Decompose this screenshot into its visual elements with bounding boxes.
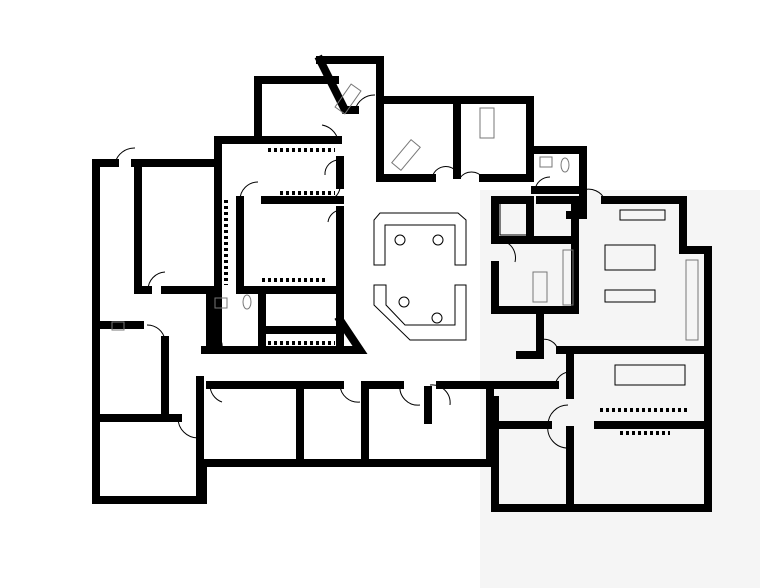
waiting-chairs (499, 199, 699, 386)
exam-table-icon (479, 107, 495, 139)
walls (92, 54, 712, 512)
chair-icon (394, 234, 406, 246)
sink-icon (111, 321, 125, 331)
exam-table-icon (334, 83, 362, 115)
chair-icon (398, 296, 410, 308)
sink-icon (214, 297, 228, 309)
exam-table-icon (532, 271, 548, 303)
fixtures (111, 83, 690, 435)
exam-table-icon (391, 138, 421, 172)
toilet-icon (560, 157, 570, 173)
chair-icon (431, 312, 443, 324)
sink-icon (539, 156, 553, 168)
toilet-icon (242, 294, 252, 310)
reception-desk-icon (373, 212, 467, 341)
chair-icon (432, 234, 444, 246)
door-swing-icon (114, 94, 606, 449)
